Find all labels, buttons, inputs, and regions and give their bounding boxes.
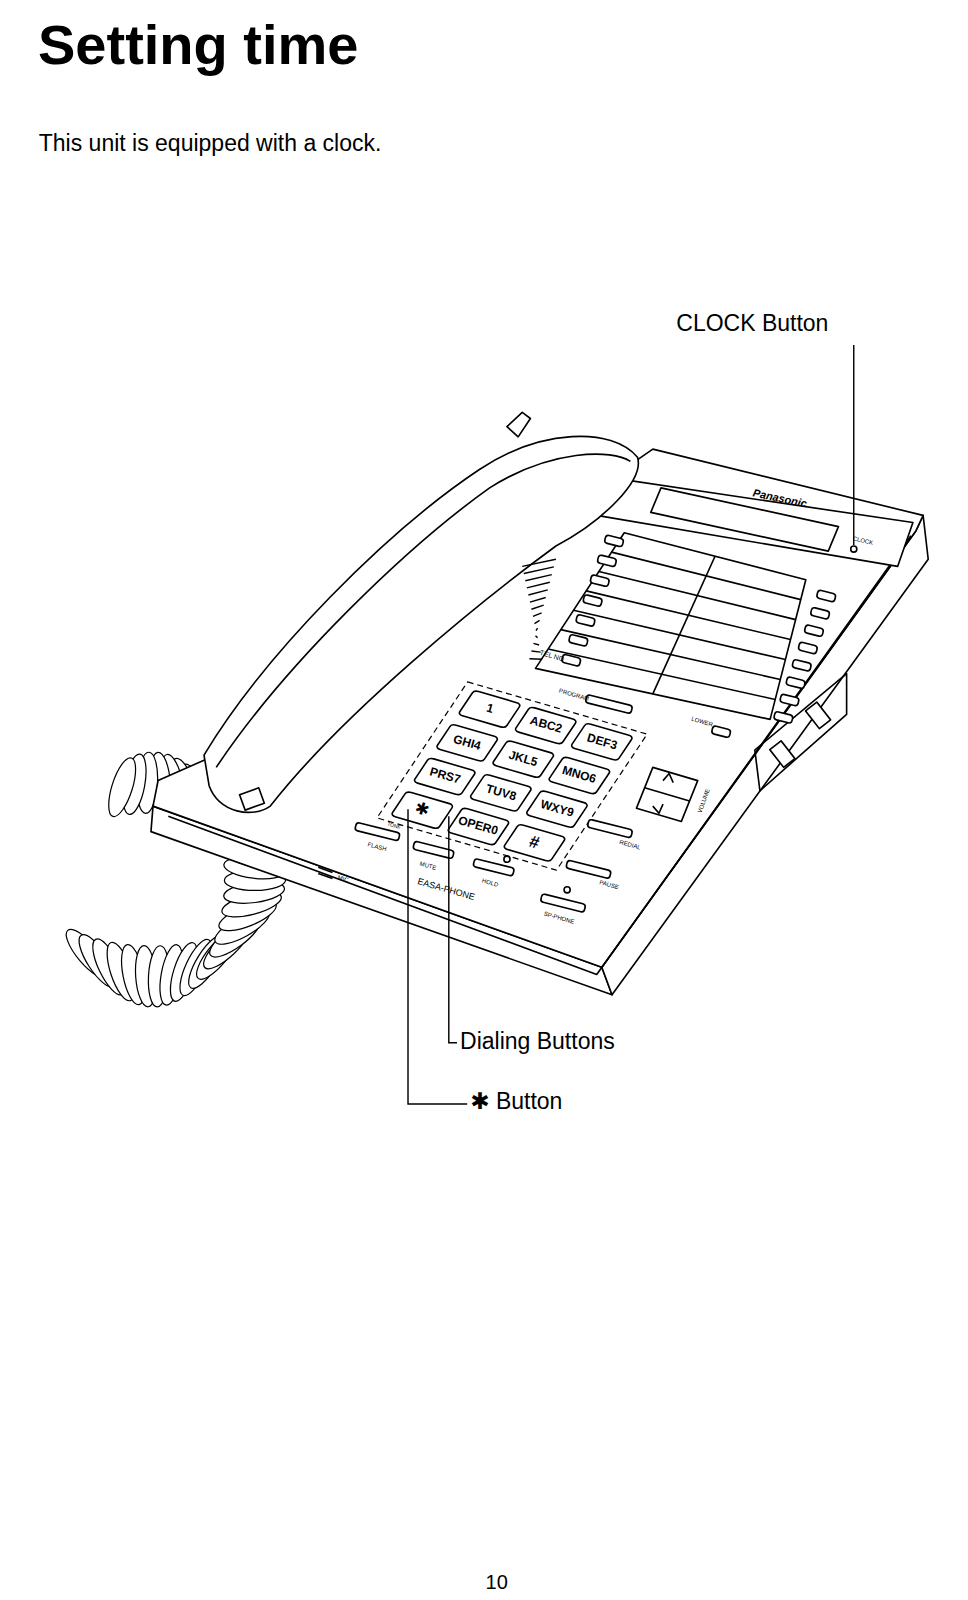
dial-key xyxy=(458,690,521,728)
intro-text: This unit is equipped with a clock. xyxy=(39,131,382,156)
dial-key xyxy=(570,723,633,761)
memory-button xyxy=(786,677,806,689)
mute-button xyxy=(413,841,455,859)
directory-line xyxy=(561,630,780,680)
grille-slot xyxy=(534,620,539,623)
memory-button xyxy=(576,614,596,626)
directory-line xyxy=(548,649,775,699)
dial-key xyxy=(503,824,566,862)
dial-key xyxy=(447,808,510,846)
redial-button xyxy=(587,819,633,838)
cord-socket xyxy=(240,788,265,810)
volume-up-arrow xyxy=(663,773,673,782)
leader-line xyxy=(853,345,854,545)
directory-panel xyxy=(536,533,806,720)
pause-button xyxy=(566,860,612,879)
directory-line xyxy=(599,572,796,620)
memory-button xyxy=(780,694,800,706)
flash-button xyxy=(355,822,401,841)
grille-slot xyxy=(522,559,556,566)
memory-button xyxy=(773,711,793,723)
grille-slot xyxy=(530,598,546,603)
mic-mark xyxy=(318,867,332,878)
grille-slot xyxy=(536,628,538,631)
dial-key xyxy=(469,774,532,812)
callout-label: CLOCK Button xyxy=(676,311,828,336)
grille-slot xyxy=(533,643,539,645)
indicator xyxy=(504,856,510,862)
display-window xyxy=(651,488,839,551)
grille-slot xyxy=(525,575,552,581)
directory-divider xyxy=(653,556,715,694)
volume-down-arrow xyxy=(653,804,663,813)
page-number: 10 xyxy=(486,1571,508,1593)
dial-key xyxy=(525,790,588,828)
memory-button xyxy=(804,624,824,636)
handset xyxy=(204,436,638,812)
grille-slot xyxy=(536,636,538,638)
handset-edge xyxy=(216,454,630,767)
memory-button xyxy=(810,607,830,619)
keypad-outline xyxy=(377,682,647,870)
dial-key xyxy=(548,757,611,795)
callout-label: Dialing Buttons xyxy=(460,1029,615,1054)
leader-lines xyxy=(408,345,854,1104)
lower-button xyxy=(711,725,731,737)
memory-button xyxy=(798,642,818,654)
directory-line xyxy=(612,552,801,600)
memory-button xyxy=(604,535,624,547)
memory-button xyxy=(583,594,603,606)
leader-line xyxy=(449,816,457,1042)
grille-slot xyxy=(527,582,550,588)
volume-divider xyxy=(645,788,690,801)
leader-line xyxy=(408,809,467,1104)
directory-line xyxy=(586,591,790,640)
memory-button xyxy=(590,575,610,587)
sp-phone-button xyxy=(540,894,586,913)
telephone-drawing xyxy=(60,412,928,1007)
dial-key xyxy=(514,707,577,745)
grille-slot xyxy=(529,658,542,660)
memory-button xyxy=(568,634,588,646)
grille-slot xyxy=(533,613,542,617)
memory-button xyxy=(816,590,836,602)
base-front-face xyxy=(151,806,612,995)
volume-button xyxy=(636,767,697,821)
dial-key xyxy=(413,758,476,796)
page-title: Setting time xyxy=(38,14,358,76)
dial-key xyxy=(436,724,499,762)
program-button xyxy=(585,694,633,713)
grille-slot xyxy=(531,605,543,609)
cradle-rest xyxy=(507,412,530,436)
cord-coil xyxy=(103,755,141,820)
side-switch xyxy=(806,702,831,728)
grille-slot xyxy=(528,590,547,595)
directory-line xyxy=(574,610,786,659)
memory-button xyxy=(792,659,812,671)
indicator xyxy=(564,887,570,893)
keypad xyxy=(377,682,647,870)
dial-key xyxy=(492,740,555,778)
dial-key xyxy=(391,791,454,829)
grille-slot xyxy=(524,567,554,574)
callout-label: ✱ Button xyxy=(470,1089,562,1114)
clock-button xyxy=(851,546,857,552)
speaker-grille xyxy=(522,559,556,659)
memory-button xyxy=(597,555,617,567)
